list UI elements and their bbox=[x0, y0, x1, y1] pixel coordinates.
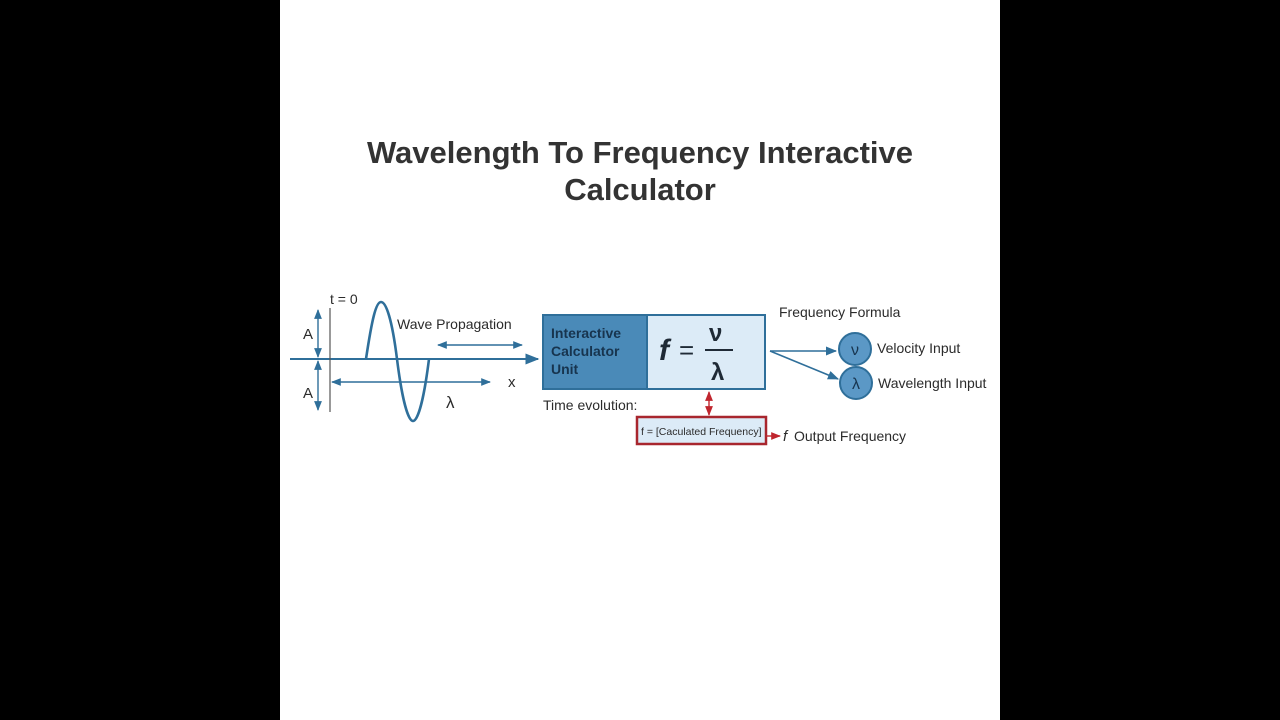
calculator-section: Interactive Calculator Unit f = ν λ Time… bbox=[542, 314, 766, 413]
calculator-unit-line-3: Unit bbox=[551, 361, 579, 377]
formula-box bbox=[646, 314, 766, 390]
sine-wave bbox=[364, 300, 431, 423]
amplitude-top-label: A bbox=[303, 326, 313, 343]
calculator-unit-box bbox=[542, 314, 648, 390]
frequency-formula-label: Frequency Formula bbox=[779, 304, 901, 320]
amplitude-bottom-label: A bbox=[303, 385, 313, 402]
output-frequency-box bbox=[635, 415, 768, 446]
inputs-section: Frequency Formula ν Velocity Input λ Wav… bbox=[769, 304, 987, 400]
calculator-unit-line-1: Interactive bbox=[551, 325, 621, 341]
formula-f: f bbox=[659, 334, 672, 367]
wavelength-input-arrow bbox=[769, 350, 840, 380]
wavelength-input-circle[interactable] bbox=[839, 366, 873, 400]
velocity-input-symbol: ν bbox=[851, 342, 859, 359]
output-section: f = [Caculated Frequency] f Output Frequ… bbox=[635, 391, 906, 446]
velocity-input-label: Velocity Input bbox=[877, 340, 960, 356]
output-frequency-label: Output Frequency bbox=[794, 428, 906, 444]
wave-propagation-label: Wave Propagation bbox=[397, 316, 512, 332]
velocity-input-circle[interactable] bbox=[838, 332, 872, 366]
formula-equals: = bbox=[679, 335, 694, 365]
formula-numerator: ν bbox=[709, 320, 722, 347]
wavelength-input-label: Wavelength Input bbox=[878, 375, 987, 391]
calculator-unit-line-2: Calculator bbox=[551, 343, 620, 359]
title-line-2: Calculator bbox=[564, 172, 716, 207]
title-line-1: Wavelength To Frequency Interactive bbox=[366, 135, 914, 170]
wavelength-input[interactable]: λ Wavelength Input bbox=[839, 366, 987, 400]
page-title: Wavelength To Frequency Interactive Calc… bbox=[280, 134, 1000, 208]
x-axis-label: x bbox=[508, 374, 516, 391]
formula-denominator: λ bbox=[711, 359, 724, 386]
velocity-input[interactable]: ν Velocity Input bbox=[838, 332, 960, 366]
wave-section: t = 0 A A Wave Propagation x λ bbox=[290, 291, 540, 423]
time-zero-label: t = 0 bbox=[330, 291, 358, 307]
wavelength-input-symbol: λ bbox=[852, 376, 860, 393]
time-evolution-label: Time evolution: bbox=[543, 397, 637, 413]
wavelength-lambda-label: λ bbox=[446, 393, 455, 412]
output-frequency-symbol: f bbox=[783, 428, 789, 445]
output-frequency-box-text: f = [Caculated Frequency] bbox=[641, 426, 762, 438]
